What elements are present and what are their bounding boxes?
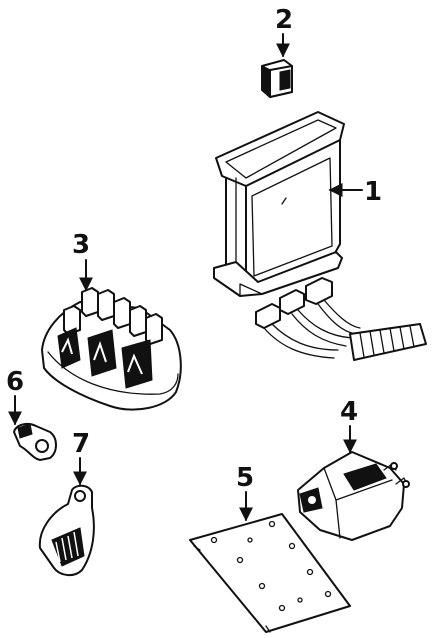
distributor-cap-part — [41, 287, 182, 411]
callout-1: 1 — [364, 177, 382, 207]
callout-4: 4 — [340, 397, 358, 427]
callout-6: 6 — [6, 367, 24, 397]
ecm-module-part — [213, 111, 427, 361]
clip-part — [13, 423, 57, 461]
sensor-part — [38, 484, 95, 576]
callout-2: 2 — [275, 5, 293, 35]
callout-3: 3 — [72, 230, 90, 260]
relay-part — [261, 59, 293, 99]
callout-5: 5 — [236, 463, 254, 493]
ignition-coil-part — [297, 451, 410, 541]
mounting-plate-part — [189, 513, 351, 633]
callout-7: 7 — [72, 429, 90, 459]
